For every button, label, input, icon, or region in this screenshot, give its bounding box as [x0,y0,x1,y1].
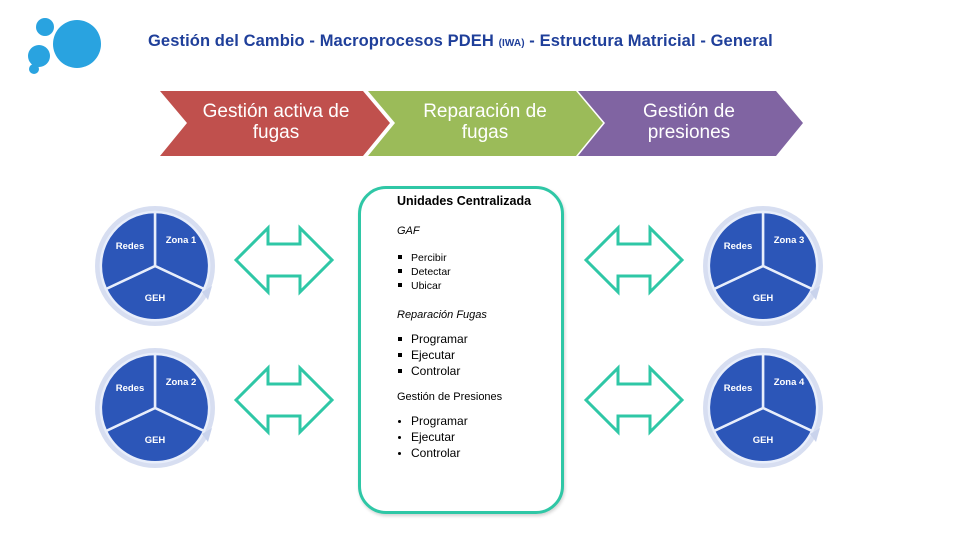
list-item: Programar [397,331,567,347]
cycle-redes-label: Redes [723,383,753,394]
title-main: Gestión del Cambio - Macroprocesos PDEH [148,32,499,50]
repair-title: Reparación Fugas [397,309,487,321]
double-arrow-icon [233,224,335,296]
repair-list: Programar Ejecutar Controlar [397,331,567,379]
title-suffix: - Estructura Matricial - General [524,32,773,50]
cycle-redes-label: Redes [115,241,145,252]
company-logo [28,18,101,74]
panel-heading: Unidades Centralizada [397,194,532,208]
pressure-title: Gestión de Presiones [397,391,503,403]
pressure-list: Programar Ejecutar Controlar [397,413,567,461]
gaf-title: GAF [397,225,420,237]
cycle-redes-label: Redes [115,383,145,394]
cycle-geh-label: GEH [752,435,774,446]
central-units-panel [358,186,564,514]
list-item: Controlar [397,445,567,461]
cycle-zone-label: Zona 2 [165,377,197,388]
chevron-label-1: Gestión activa de fugas [202,101,350,143]
cycle-diagram-zona-4: Zona 4 Redes GEH [700,342,830,472]
page-title: Gestión del Cambio - Macroprocesos PDEH … [148,32,948,51]
cycle-redes-label: Redes [723,241,753,252]
cycle-zone-label: Zona 3 [773,235,805,246]
list-item: Ejecutar [397,429,567,445]
central-units-content: Unidades Centralizada GAF Percibir Detec… [397,193,567,461]
list-item: Percibir [397,251,567,265]
chevron-reparacion [368,91,603,156]
cycle-diagram-zona-1: Zona 1 Redes GEH [92,200,222,330]
list-item: Controlar [397,363,567,379]
chevron-gestion-activa [160,91,390,156]
double-arrow-icon [233,364,335,436]
cycle-geh-label: GEH [752,293,774,304]
gaf-list: Percibir Detectar Ubicar [397,251,567,293]
list-item: Ubicar [397,279,567,293]
double-arrow-icon [583,364,685,436]
cycle-diagram-zona-2: Zona 2 Redes GEH [92,342,222,472]
cycle-geh-label: GEH [144,293,166,304]
double-arrow-icon [583,224,685,296]
chevron-label-2: Reparación de fugas [423,101,547,143]
cycle-zone-label: Zona 1 [165,235,197,246]
cycle-diagram-zona-3: Zona 3 Redes GEH [700,200,830,330]
chevron-label-3: Gestión de presiones [643,101,735,143]
cycle-zone-label: Zona 4 [773,377,805,388]
cycle-geh-label: GEH [144,435,166,446]
title-acronym: (IWA) [498,38,525,49]
chevron-presiones [578,91,803,156]
list-item: Programar [397,413,567,429]
list-item: Ejecutar [397,347,567,363]
list-item: Detectar [397,265,567,279]
